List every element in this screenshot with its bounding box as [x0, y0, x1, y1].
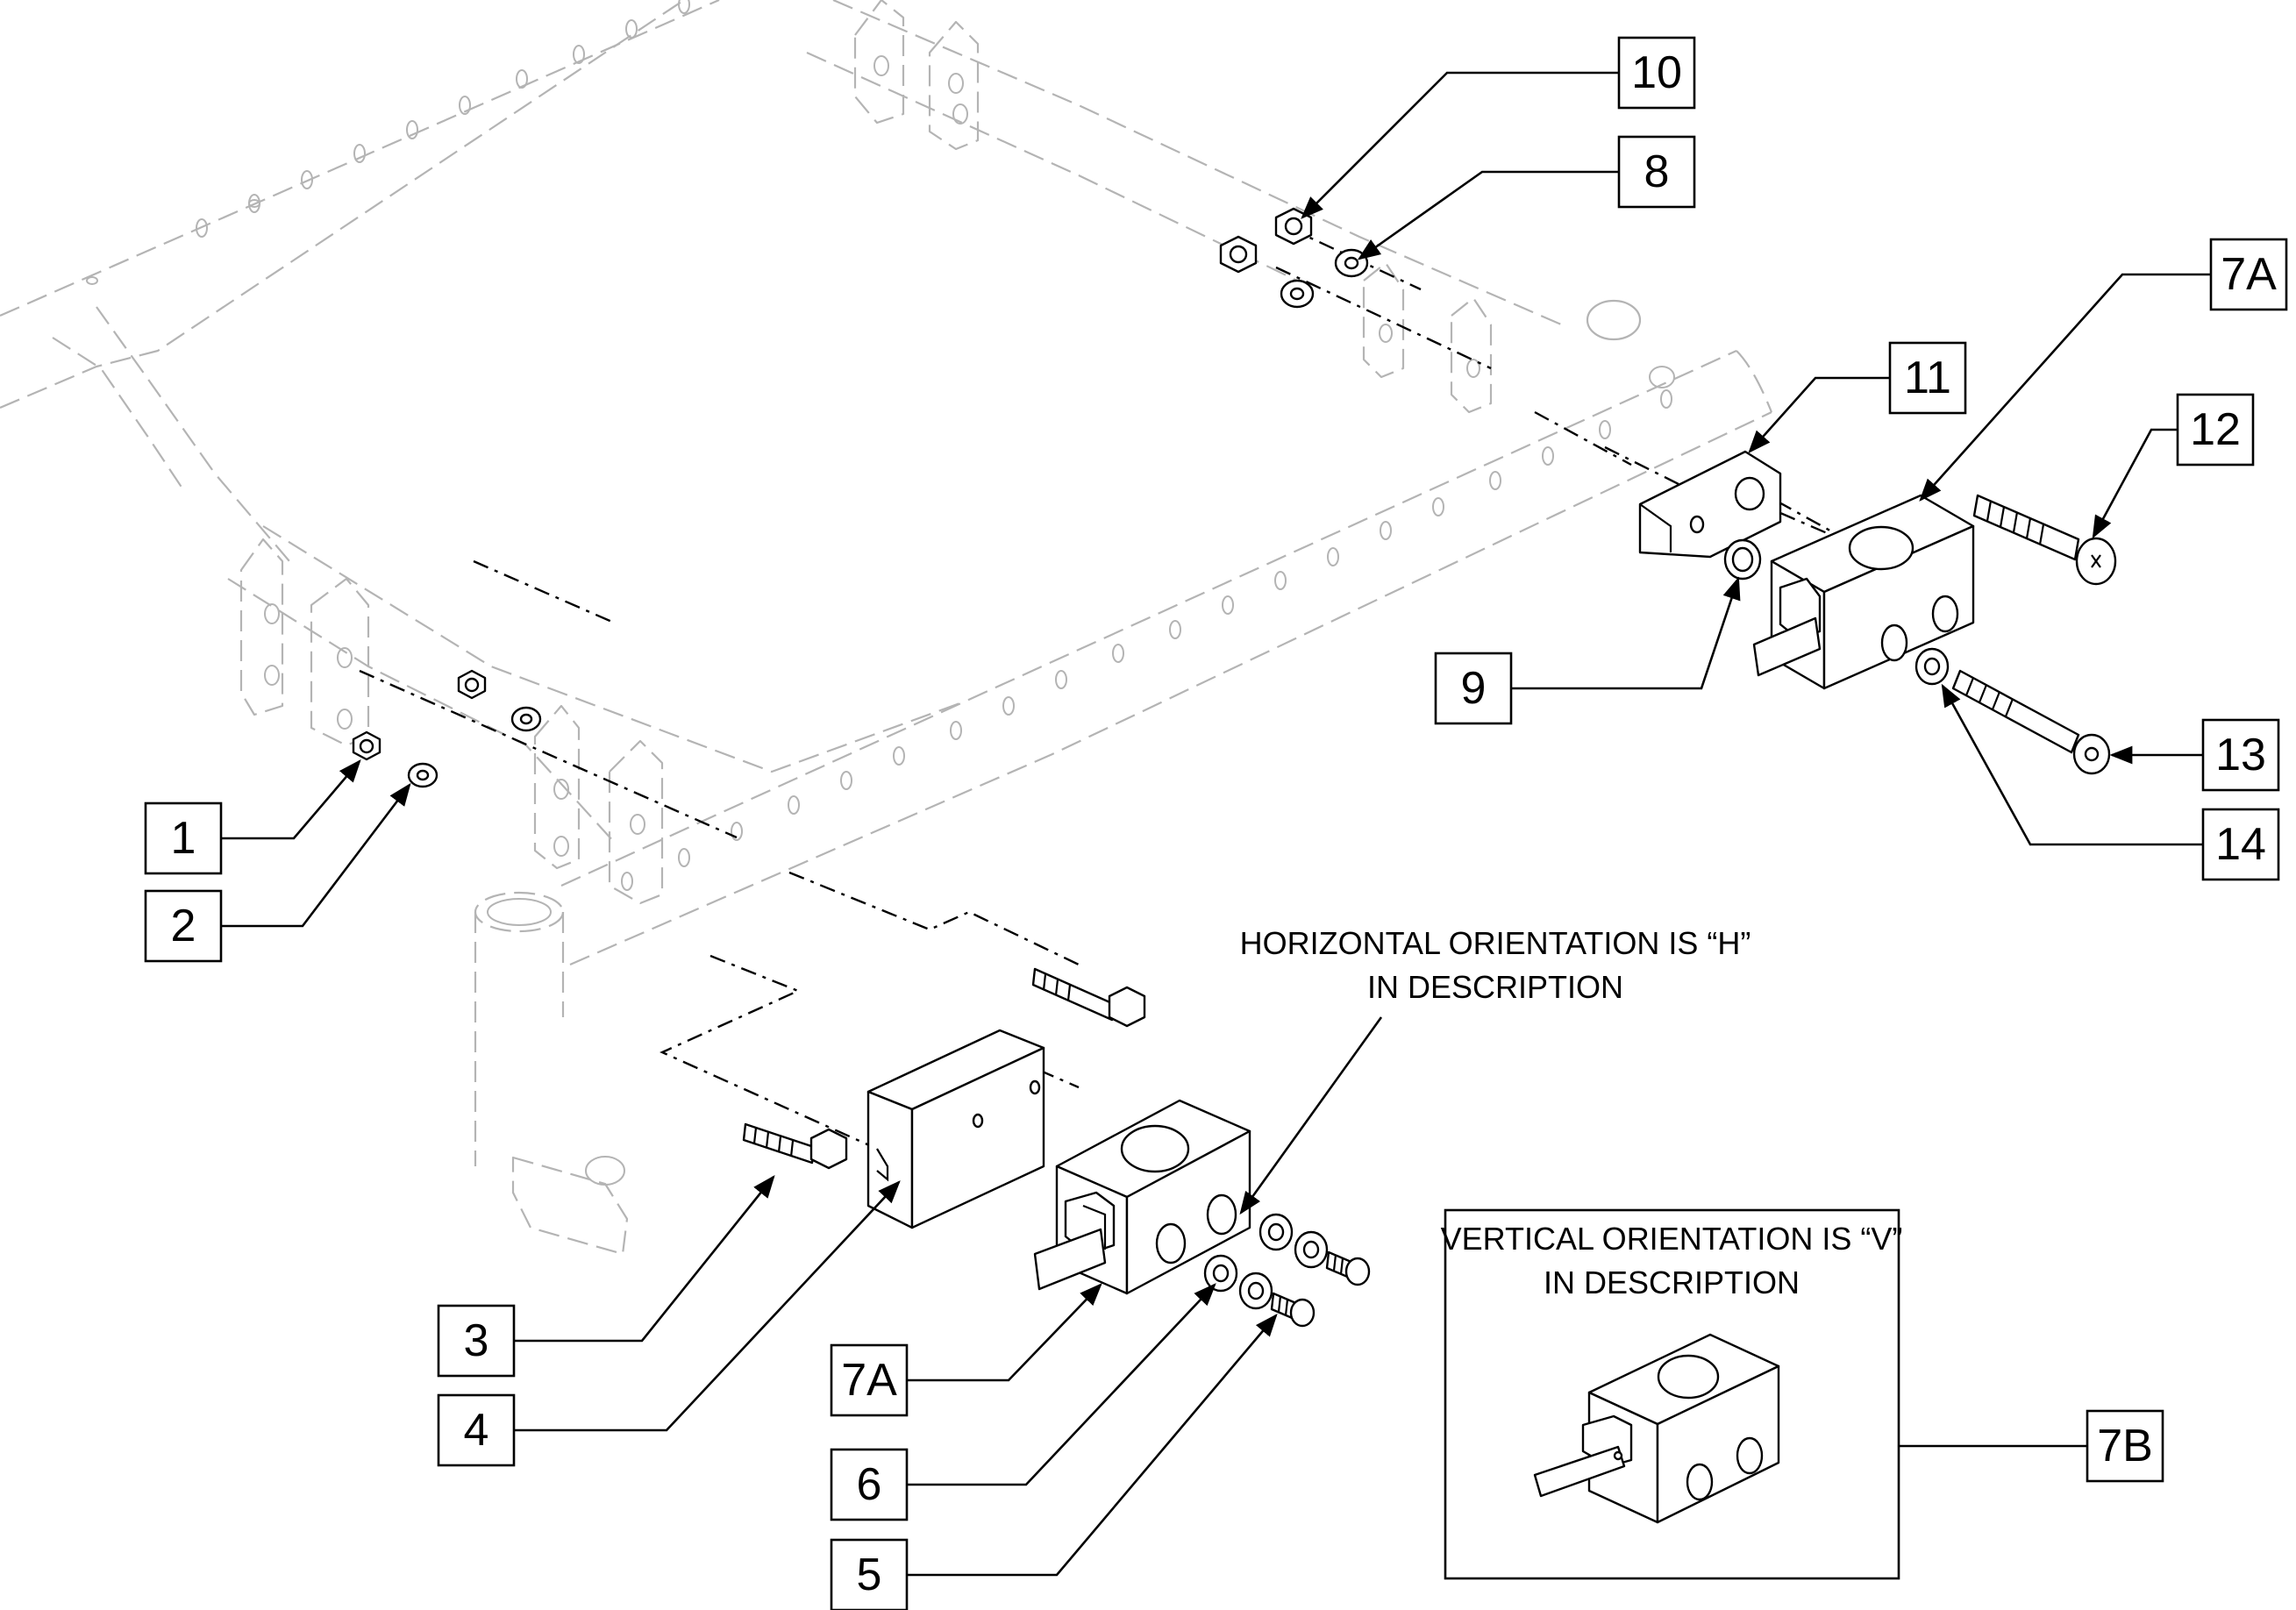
part-screw-12 [1972, 494, 2117, 586]
part-washer-upper-5b [1294, 1230, 1329, 1269]
horizontal-orientation-note: HORIZONTAL ORIENTATION IS “H” IN DESCRIP… [1240, 925, 1751, 1005]
callout-7a-upper-label: 7A [2221, 249, 2277, 300]
part-washer-14 [1915, 647, 1950, 686]
part-washer-6 [1203, 1254, 1238, 1293]
callout-13-label: 13 [2215, 730, 2266, 780]
part-washer-8 [1334, 248, 1369, 278]
part-nut-1 [352, 730, 381, 761]
callout-6: 6 [830, 1448, 909, 1521]
part-nut-upper-left [457, 669, 487, 700]
callout-3: 3 [437, 1304, 516, 1378]
callout-8-label: 8 [1644, 146, 1670, 197]
callout-5: 5 [830, 1538, 909, 1610]
part-washer-2 [407, 762, 439, 788]
callout-6-label: 6 [857, 1459, 882, 1510]
vertical-note-line-1: VERTICAL ORIENTATION IS “V” [1441, 1221, 1903, 1257]
part-bolt-3 [742, 1122, 848, 1170]
vertical-orientation-inset: VERTICAL ORIENTATION IS “V” IN DESCRIPTI… [1441, 1208, 1903, 1580]
vertical-note-line-2: IN DESCRIPTION [1544, 1264, 1800, 1300]
callout-14: 14 [2201, 808, 2280, 881]
part-screw-5 [1270, 1292, 1316, 1328]
callout-10-label: 10 [1631, 47, 1682, 98]
part-washer-6b [1238, 1272, 1273, 1310]
leader-lines [221, 71, 2211, 1577]
part-nut-lower-10 [1219, 235, 1258, 274]
rail-holes [86, 0, 1672, 891]
callout-5-label: 5 [857, 1549, 882, 1600]
horizontal-note-line-1: HORIZONTAL ORIENTATION IS “H” [1240, 925, 1751, 961]
horizontal-note-line-2: IN DESCRIPTION [1367, 969, 1623, 1005]
part-screw-13 [1951, 669, 2111, 775]
callout-4-label: 4 [464, 1405, 489, 1456]
part-clamp-7a-upper [1752, 494, 1975, 690]
part-clamp-7b [1533, 1333, 1780, 1524]
callout-9-label: 9 [1461, 663, 1487, 714]
phantom-frame [0, 0, 1773, 1256]
callout-7a-lower-label: 7A [841, 1355, 897, 1406]
callout-8: 8 [1617, 135, 1696, 209]
part-bolt-upper [1031, 967, 1146, 1028]
callout-9: 9 [1434, 652, 1513, 725]
assembly-axes [359, 226, 1974, 1151]
callout-1: 1 [144, 801, 223, 875]
part-spacer-11 [1638, 450, 1782, 559]
callout-13: 13 [2201, 718, 2280, 792]
callout-7a-lower: 7A [830, 1343, 909, 1417]
callout-11: 11 [1888, 341, 1967, 415]
callout-7b: 7B [2086, 1409, 2164, 1483]
callout-14-label: 14 [2215, 819, 2266, 870]
part-spacer-4 [866, 1029, 1045, 1229]
callout-10: 10 [1617, 36, 1696, 110]
callout-12: 12 [2176, 393, 2255, 467]
callout-4: 4 [437, 1393, 516, 1467]
part-washer-lower-8 [1280, 279, 1315, 309]
callout-2-label: 2 [171, 901, 196, 951]
callout-7a-upper: 7A [2209, 238, 2288, 311]
callout-1-label: 1 [171, 813, 196, 864]
part-washer-upper-5a [1259, 1213, 1294, 1251]
part-washer-upper-left [510, 706, 542, 732]
callout-11-label: 11 [1904, 353, 1951, 403]
part-washer-9 [1723, 538, 1762, 581]
callout-2: 2 [144, 889, 223, 963]
callout-7b-label: 7B [2097, 1421, 2153, 1471]
callout-3-label: 3 [464, 1315, 489, 1366]
part-clamp-7a-lower [1033, 1099, 1251, 1295]
callout-12-label: 12 [2190, 404, 2241, 455]
part-screw-upper-5 [1325, 1250, 1371, 1286]
